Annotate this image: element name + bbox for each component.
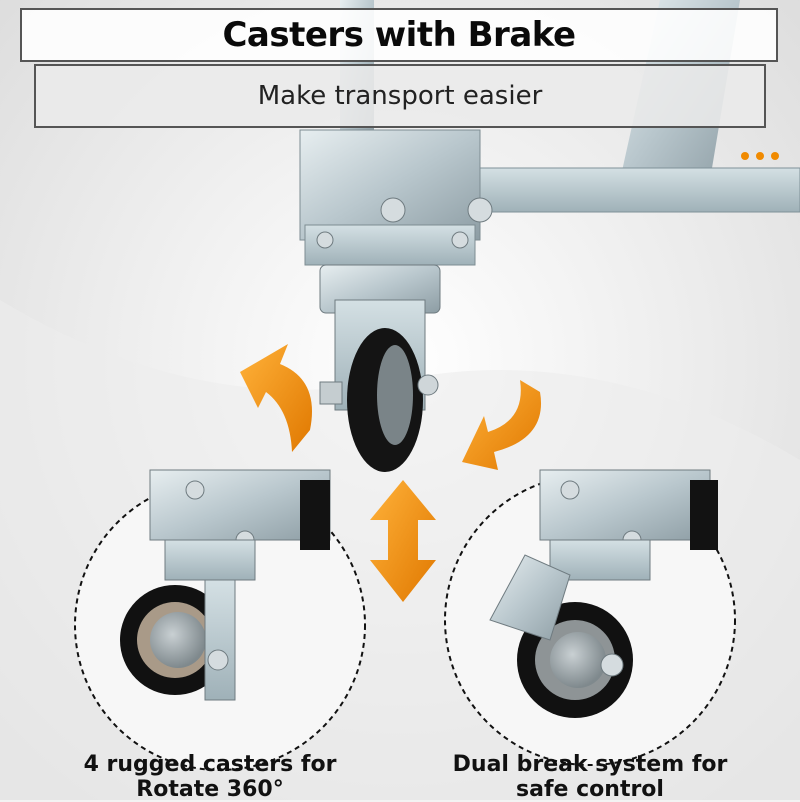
detail-circle-right [444, 469, 736, 766]
vertical-arrow-icon [370, 480, 436, 602]
page-subtitle: Make transport easier [257, 81, 543, 111]
page-title: Casters with Brake [222, 15, 576, 55]
title-banner: Casters with Brake [20, 8, 778, 62]
caption-left: 4 rugged casters for Rotate 360° [70, 752, 350, 802]
caption-left-line-2: Rotate 360° [136, 777, 284, 802]
caption-right-line-2: safe control [516, 777, 664, 802]
rotate-arrow-right-icon [462, 380, 542, 470]
caption-right-line-1: Dual break system for [452, 752, 728, 777]
rotate-arrow-left-icon [240, 344, 312, 452]
caption-right: Dual break system for safe control [440, 752, 740, 802]
caption-left-line-1: 4 rugged casters for [83, 752, 337, 777]
subtitle-banner: Make transport easier [34, 64, 766, 128]
main-caster [304, 197, 493, 472]
detail-circle-left [74, 469, 366, 771]
